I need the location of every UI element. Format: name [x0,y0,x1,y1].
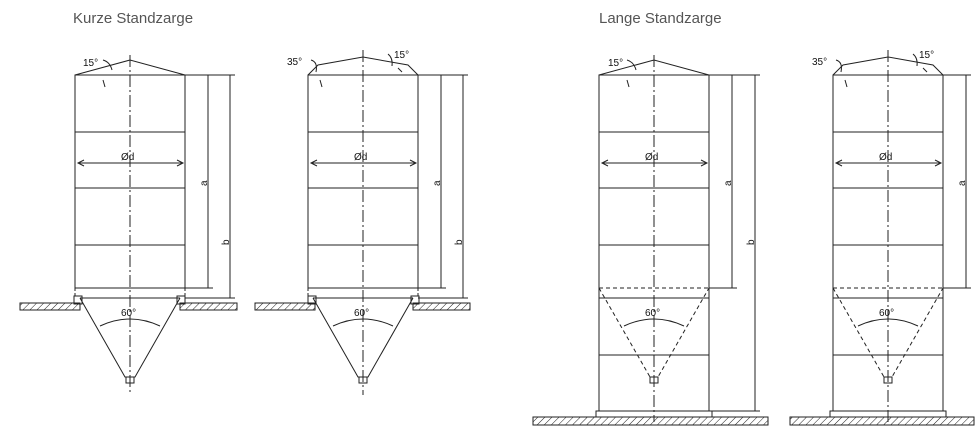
silo-short-flat-roof [19,55,238,395]
section-title-long: Lange Standzarge [599,10,722,27]
label-cone-angle: 60° [354,308,369,319]
label-roof-angle-outer: 35° [287,57,302,68]
label-cone-angle: 60° [121,308,136,319]
label-diameter: Ød [879,152,892,163]
roof-angle-arc [102,59,113,71]
label-roof-angle-inner: 15° [394,50,409,61]
label-cone-angle: 60° [879,308,894,319]
label-diameter: Ød [121,152,134,163]
ground-hatch-left [19,302,81,311]
silo-short-broken-roof [254,50,471,395]
ground-hatch-left [254,302,316,311]
label-dim-b: b [221,239,232,245]
silo-long-flat-roof-labels: 15° Ød 60° a b [608,58,757,319]
label-dim-b: b [746,239,757,245]
label-dim-a: a [957,180,968,186]
label-dim-a: a [432,180,443,186]
ground-hatch-right [412,302,471,311]
silo-short-flat-roof-labels: 15° Ød 60° a b [83,58,232,319]
silo-long-flat-roof [532,55,769,426]
label-diameter: Ød [354,152,367,163]
ground-hatch [532,416,769,426]
silo-short-broken-roof-labels: 35° 15° Ød 60° a b [287,50,465,319]
foot-right [176,295,186,305]
label-roof-angle-outer: 35° [812,57,827,68]
label-roof-angle: 15° [83,58,98,69]
section-title-short: Kurze Standzarge [73,10,194,27]
label-roof-angle-inner: 15° [919,50,934,61]
label-dim-a: a [723,180,734,186]
label-dim-a: a [199,180,210,186]
ground-hatch-right [179,302,238,311]
silo-long-broken-roof [789,50,975,426]
label-roof-angle: 15° [608,58,623,69]
silo-long-broken-roof-labels: 35° 15° Ød 60° a [812,50,968,319]
ground-hatch [789,416,975,426]
label-dim-b: b [454,239,465,245]
foot-left [73,295,83,305]
label-cone-angle: 60° [645,308,660,319]
label-diameter: Ød [645,152,658,163]
